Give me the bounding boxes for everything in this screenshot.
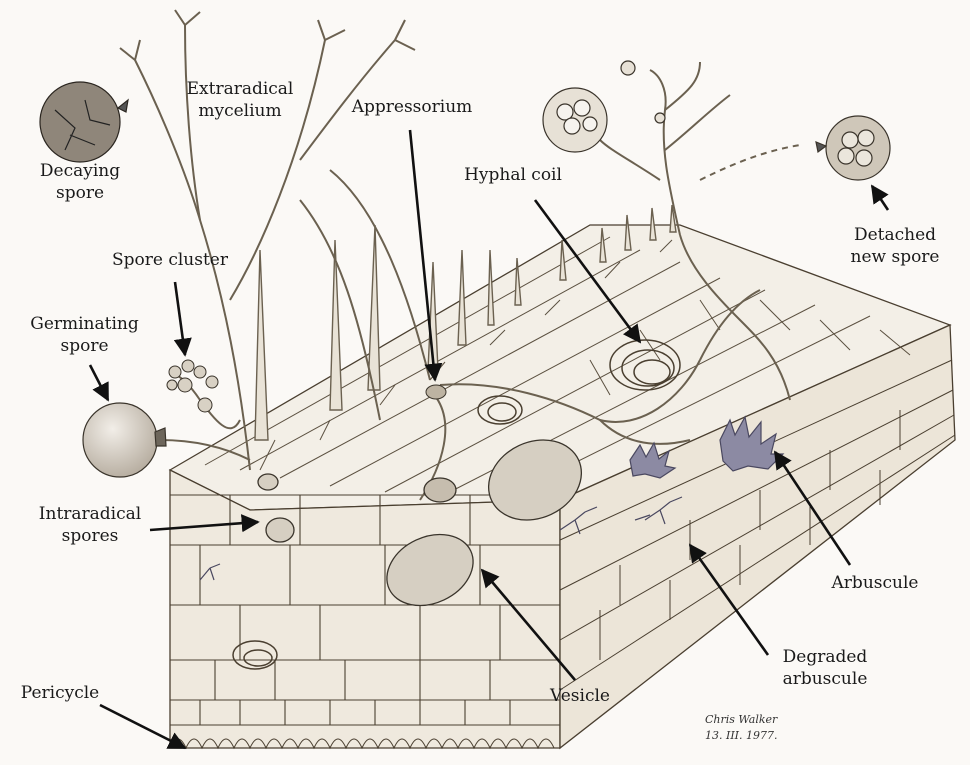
label-vesicle: Vesicle	[540, 685, 620, 707]
label-spore-cluster: Spore cluster	[100, 249, 240, 271]
label-degraded-arbuscule-line2: arbuscule	[770, 668, 880, 690]
label-degraded-arbuscule: Degraded arbuscule	[770, 646, 880, 690]
label-pericycle: Pericycle	[10, 682, 110, 704]
label-extraradical-mycelium-line2: mycelium	[180, 100, 300, 122]
label-detached-new-spore: Detached new spore	[835, 224, 955, 268]
spore-cluster	[167, 360, 218, 412]
label-arbuscule: Arbuscule	[820, 572, 930, 594]
label-detached-new-spore-line2: new spore	[835, 246, 955, 268]
label-decaying-spore-line2: spore	[30, 182, 130, 204]
label-intraradical-spores: Intraradical spores	[30, 503, 150, 547]
label-detached-new-spore-line1: Detached	[835, 224, 955, 246]
label-arbuscule-text: Arbuscule	[820, 572, 930, 594]
arrow-spore-cluster	[175, 282, 185, 355]
label-vesicle-text: Vesicle	[540, 685, 620, 707]
label-intraradical-spores-line2: spores	[30, 525, 150, 547]
artist-signature: Chris Walker 13. III. 1977.	[705, 712, 825, 744]
label-hyphal-coil: Hyphal coil	[448, 164, 578, 186]
label-extraradical-mycelium: Extraradical mycelium	[180, 78, 300, 122]
attached-spore	[543, 61, 665, 152]
label-germinating-spore-line1: Germinating	[22, 313, 147, 335]
detached-spore	[816, 116, 890, 180]
label-spore-cluster-text: Spore cluster	[100, 249, 240, 271]
label-extraradical-mycelium-line1: Extraradical	[180, 78, 300, 100]
signature-date: 13. III. 1977.	[705, 728, 825, 744]
arrow-germinating-spore	[90, 365, 108, 400]
label-decaying-spore-line1: Decaying	[30, 160, 130, 182]
decaying-spore	[40, 82, 128, 162]
appressorium-shape	[426, 385, 446, 399]
label-appressorium: Appressorium	[342, 96, 482, 118]
label-pericycle-text: Pericycle	[10, 682, 110, 704]
arrow-detached-spore	[872, 186, 888, 210]
label-germinating-spore-line2: spore	[22, 335, 147, 357]
label-germinating-spore: Germinating spore	[22, 313, 147, 357]
label-appressorium-text: Appressorium	[342, 96, 482, 118]
label-degraded-arbuscule-line1: Degraded	[770, 646, 880, 668]
label-hyphal-coil-text: Hyphal coil	[448, 164, 578, 186]
label-intraradical-spores-line1: Intraradical	[30, 503, 150, 525]
label-decaying-spore: Decaying spore	[30, 160, 130, 204]
germinating-spore	[83, 403, 166, 477]
signature-name: Chris Walker	[705, 712, 825, 728]
